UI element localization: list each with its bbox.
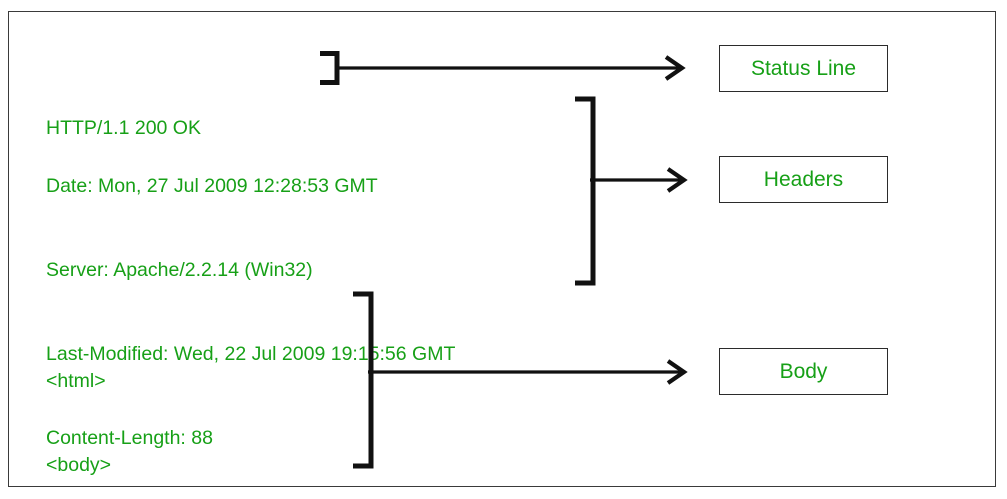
headers-bracket — [572, 95, 598, 287]
body-line: <html> — [46, 370, 106, 392]
headers-arrow — [590, 166, 694, 194]
header-line: Content-Length: 88 — [46, 427, 213, 449]
headers-label: Headers — [763, 167, 844, 191]
status-line-text-block: HTTP/1.1 200 OK — [46, 58, 201, 198]
body-text-block: <html> <body> <h1>Hello, World!</h1> </b… — [46, 311, 252, 499]
header-line: Date: Mon, 27 Jul 2009 12:28:53 GMT — [46, 175, 378, 197]
status-line-arrow — [336, 54, 692, 82]
header-line: Server: Apache/2.2.14 (Win32) — [46, 259, 313, 281]
headers-text-block: Date: Mon, 27 Jul 2009 12:28:53 GMT Serv… — [46, 116, 455, 499]
body-label-box[interactable]: Body — [719, 348, 888, 395]
status-line-label: Status Line — [750, 56, 857, 80]
body-bracket — [350, 290, 376, 470]
headers-label-box[interactable]: Headers — [719, 156, 888, 203]
body-label: Body — [779, 359, 828, 383]
status-line-label-box[interactable]: Status Line — [719, 45, 888, 92]
body-arrow — [368, 358, 694, 386]
status-line-text: HTTP/1.1 200 OK — [46, 117, 201, 139]
body-line: <body> — [46, 454, 112, 476]
